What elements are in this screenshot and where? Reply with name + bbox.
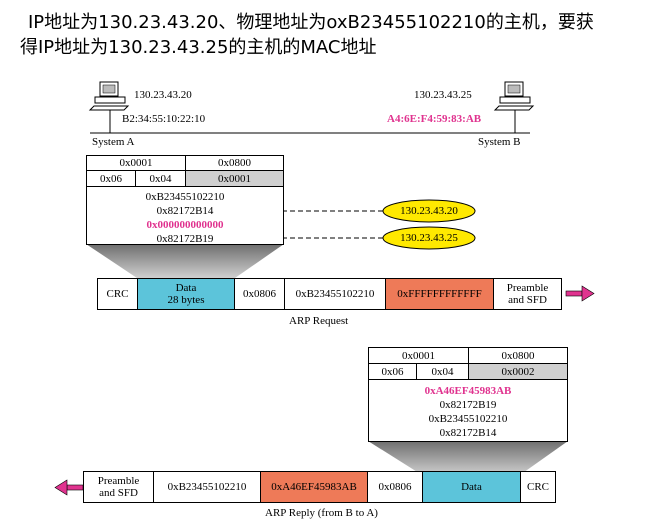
reply-protocol-type: 0x0800 (468, 347, 568, 364)
reply-operation: 0x0002 (468, 363, 568, 380)
request-frame-preamble-2: and SFD (508, 294, 547, 306)
request-frame-data-size: 28 bytes (167, 294, 205, 306)
request-frame-type: 0x0806 (234, 278, 285, 310)
computer-icon-a (88, 81, 130, 133)
request-target-ip: 0x82172B19 (156, 233, 214, 245)
reply-hardware-length: 0x06 (368, 363, 417, 380)
request-frame-data-label: Data (175, 282, 197, 294)
reply-sender-ip: 0x82172B19 (439, 399, 497, 411)
pink-arrow-left-icon (54, 479, 84, 496)
request-sender-ip: 0x82172B14 (156, 205, 214, 217)
reply-protocol-length: 0x04 (416, 363, 469, 380)
request-frame-preamble: Preamble and SFD (493, 278, 562, 310)
system-a-mac: B2:34:55:10:22:10 (122, 113, 206, 125)
system-b-mac: A4:6E:F4:59:83:AB (387, 113, 482, 125)
pink-arrow-right-icon (565, 285, 595, 302)
callout-ip-sender: 130.23.43.20 (400, 205, 458, 217)
system-a-label: System A (92, 136, 135, 148)
request-frame-preamble-1: Preamble (506, 282, 549, 294)
request-funnel (86, 244, 284, 278)
title-line-2: 得IP地址为130.23.43.25的主机的MAC地址 (20, 37, 377, 58)
request-hardware-length: 0x06 (86, 170, 136, 187)
request-caption: ARP Request (289, 315, 349, 327)
request-frame-crc: CRC (97, 278, 138, 310)
request-frame-data: Data 28 bytes (137, 278, 235, 310)
reply-sender-mac: 0xA46EF45983AB (424, 385, 512, 397)
request-frame-source: 0xB23455102210 (284, 278, 386, 310)
reply-target-mac: 0xB23455102210 (428, 413, 508, 425)
reply-target-ip: 0x82172B14 (439, 427, 497, 439)
reply-frame-crc: CRC (520, 471, 556, 503)
reply-frame-data: Data (422, 471, 521, 503)
request-protocol-type: 0x0800 (185, 155, 284, 171)
system-b-ip: 130.23.43.25 (414, 89, 472, 101)
reply-frame-source: 0xB23455102210 (153, 471, 261, 503)
computer-icon-b (493, 81, 535, 133)
reply-address-block: 0xA46EF45983AB 0x82172B19 0xB23455102210… (368, 379, 568, 442)
request-address-block: 0xB23455102210 0x82172B14 0x000000000000… (86, 186, 284, 245)
request-sender-mac: 0xB23455102210 (145, 191, 225, 203)
reply-frame-destination: 0xA46EF45983AB (260, 471, 368, 503)
title-line-1: IP地址为130.23.43.20、物理地址为oxB23455102210的主机… (28, 12, 594, 33)
reply-caption: ARP Reply (from B to A) (265, 507, 378, 519)
system-b-label: System B (478, 136, 521, 148)
reply-frame-preamble-2: and SFD (99, 487, 138, 499)
request-target-mac: 0x000000000000 (146, 219, 224, 231)
system-a-ip: 130.23.43.20 (134, 89, 192, 101)
request-operation: 0x0001 (185, 170, 284, 187)
page-title: IP地址为130.23.43.20、物理地址为oxB23455102210的主机… (20, 10, 660, 60)
callout-ip-target: 130.23.43.25 (400, 232, 458, 244)
reply-frame-preamble: Preamble and SFD (83, 471, 154, 503)
request-frame-destination: 0xFFFFFFFFFFFF (385, 278, 494, 310)
request-hardware-type: 0x0001 (86, 155, 186, 171)
reply-frame-preamble-1: Preamble (97, 475, 140, 487)
request-protocol-length: 0x04 (135, 170, 186, 187)
reply-frame-type: 0x0806 (367, 471, 423, 503)
reply-funnel (368, 441, 568, 475)
reply-hardware-type: 0x0001 (368, 347, 469, 364)
